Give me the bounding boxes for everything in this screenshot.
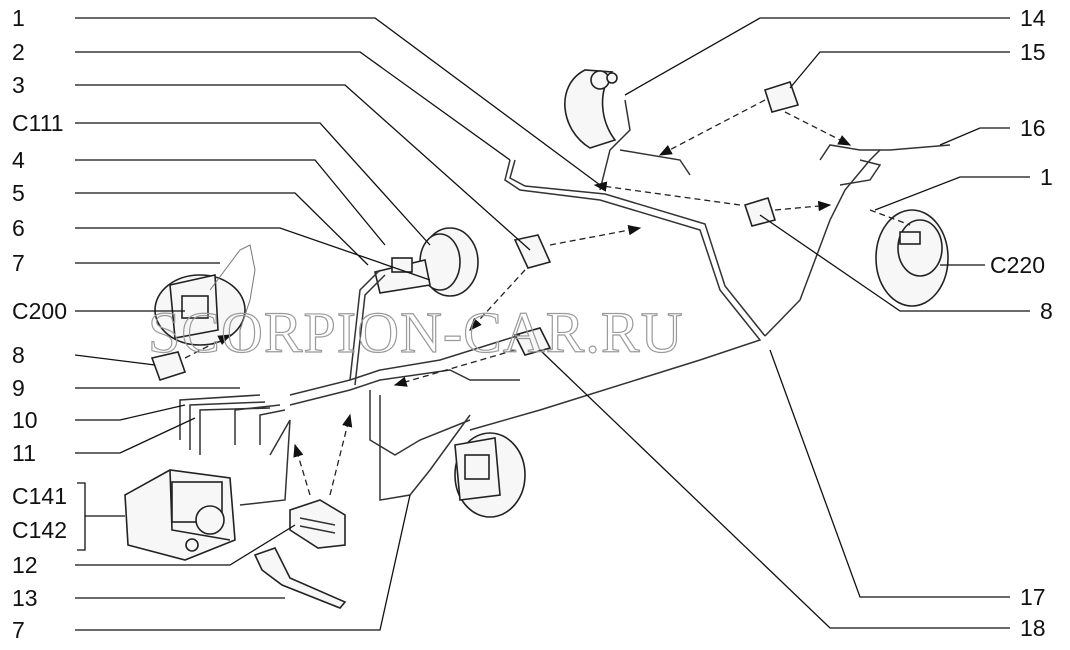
- callout-label: 8: [12, 342, 25, 368]
- abs-unit: [124, 469, 236, 561]
- labels-right: 14 15 16 1 C220 8 17 18: [990, 5, 1053, 641]
- brake-booster: [374, 227, 479, 297]
- callout-label: 2: [12, 39, 25, 65]
- callout-label: 3: [12, 72, 25, 98]
- brake-lines: [179, 99, 951, 506]
- cable-strap: [253, 547, 347, 609]
- callout-label: 13: [12, 585, 38, 611]
- tee-fitting: [513, 327, 552, 356]
- callout-label: 1: [1040, 164, 1053, 190]
- parts-illustration: [124, 69, 951, 609]
- connector-block: [289, 499, 346, 549]
- bracket-15: [763, 81, 800, 113]
- callout-label: 5: [12, 180, 25, 206]
- front-right-brake-caliper: [454, 432, 526, 518]
- watermark-text: SCORPION-CAR.RU: [148, 300, 684, 365]
- leader-lines: [74, 17, 1030, 631]
- callout-label: C141: [12, 483, 67, 509]
- callout-label: 18: [1020, 615, 1046, 641]
- callout-label: 6: [12, 215, 25, 241]
- callout-label: 9: [12, 375, 25, 401]
- callout-label: 12: [12, 552, 38, 578]
- callout-label: C220: [990, 252, 1045, 278]
- front-left-brake-caliper: [154, 274, 246, 346]
- labels-left: 1 2 3 C111 4 5 6 7 C200 8 9 10 11 C141 C…: [12, 5, 67, 643]
- callout-label: C200: [12, 298, 67, 324]
- rear-left-brake-drum: [875, 209, 949, 307]
- callout-label: 7: [12, 617, 25, 643]
- callout-label: 7: [12, 250, 25, 276]
- callout-label: C111: [12, 110, 64, 136]
- bracket-8-left: [150, 351, 187, 381]
- assembly-arrows: [184, 99, 911, 496]
- callout-label: 1: [12, 5, 25, 31]
- callout-label: 10: [12, 407, 38, 433]
- bracket-8-right: [743, 197, 777, 227]
- clip-3: [513, 234, 552, 269]
- callout-label: C142: [12, 517, 67, 543]
- callout-label: 14: [1020, 5, 1046, 31]
- callout-label: 15: [1020, 39, 1046, 65]
- callout-label: 11: [12, 440, 36, 466]
- rear-right-brake-drum: [564, 69, 618, 149]
- callout-label: 17: [1020, 584, 1046, 610]
- callout-label: 16: [1020, 115, 1046, 141]
- callout-label: 4: [12, 147, 25, 173]
- callout-label: 8: [1040, 298, 1053, 324]
